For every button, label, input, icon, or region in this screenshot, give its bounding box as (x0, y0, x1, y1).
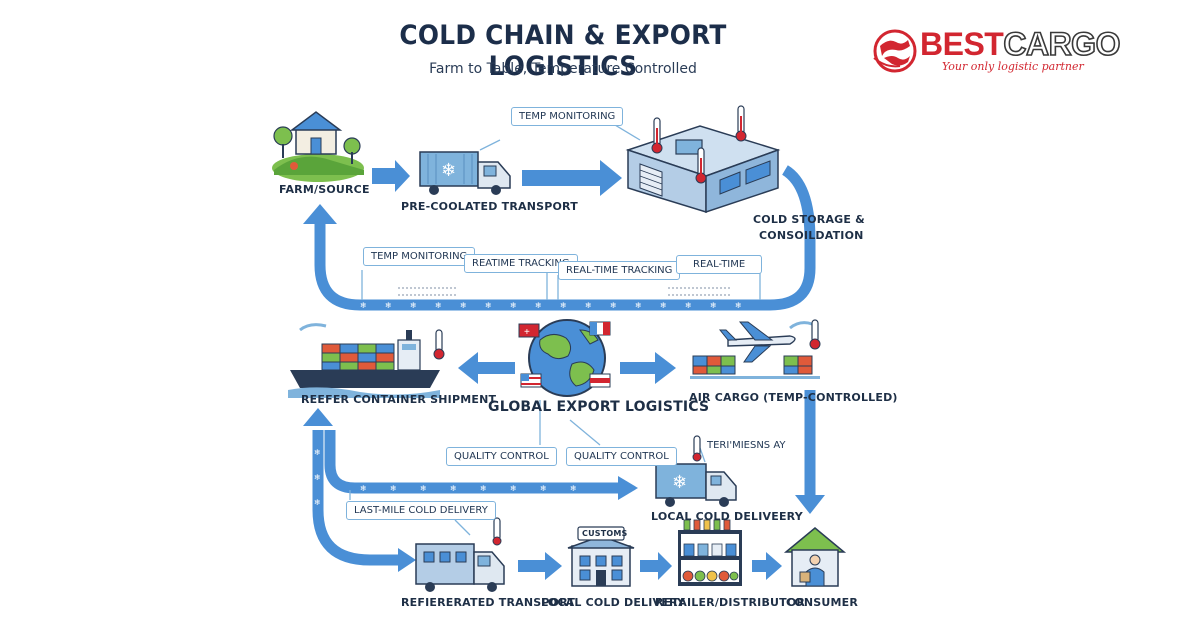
svg-text:❄: ❄ (360, 484, 367, 493)
svg-text:❄: ❄ (560, 301, 567, 310)
page-subtitle: Farm to Table, Temperature Controlled (429, 61, 697, 77)
arrow-refrig-to-customs (518, 552, 562, 580)
arrowhead-up-reefer (303, 408, 333, 426)
arrowhead-up-farm (303, 204, 337, 224)
retailer-shelves-icon (678, 519, 742, 586)
svg-text:❄: ❄ (460, 301, 467, 310)
svg-text:❄: ❄ (610, 301, 617, 310)
svg-text:❄: ❄ (420, 484, 427, 493)
svg-text:❄: ❄ (540, 484, 547, 493)
svg-text:❄: ❄ (485, 301, 492, 310)
air-cargo-icon (690, 319, 821, 379)
label-reefer-shipment: REEFER CONTAINER SHIPMENT (301, 393, 497, 406)
page-title: COLD CHAIN & EXPORT LOGISTICS (399, 20, 727, 82)
tag-temp-monitoring-top: TEMP MONITORING (511, 107, 624, 126)
arrow-customs-to-retailer (640, 552, 672, 580)
svg-text:+: + (524, 327, 530, 338)
return-loop-arrow (314, 165, 816, 311)
svg-text:❄: ❄ (685, 301, 692, 310)
tag-temp-monitoring-mid: TEMP MONITORING (363, 247, 476, 266)
svg-text:❄: ❄ (314, 448, 321, 457)
logo-tagline: Your only logistic partner (942, 60, 1084, 73)
tag-temp-sensor: TERI'MIESNS AY (707, 440, 786, 451)
arrowhead-right-refrig (398, 548, 416, 572)
inner-loop-arrow (324, 430, 620, 494)
logo-wordmark: BESTCARGO (920, 25, 1121, 63)
svg-text:❄: ❄ (535, 301, 542, 310)
svg-text:❄: ❄ (385, 301, 392, 310)
svg-text:❄: ❄ (441, 160, 456, 181)
precool-truck-icon: ❄ (419, 151, 511, 195)
svg-text:❄: ❄ (710, 301, 717, 310)
arrow-farm-to-truck (372, 160, 410, 192)
label-local-cold-delivery-truck: LOCAL COLD DELIVEERY (651, 510, 803, 523)
label-consumer: CONSUMER (786, 596, 859, 609)
snowflake-strip: ❄ ❄ ❄ ❄ ❄ ❄ ❄ ❄ ❄ ❄ ❄ ❄ ❄ ❄ ❄ ❄ ❄ ❄ ❄ ❄ ❄ ❄ ❄ ❄ ❄ ❄ ❄ (314, 301, 742, 507)
local-delivery-truck-icon: ❄ (655, 435, 737, 507)
svg-text:❄: ❄ (735, 301, 742, 310)
svg-text:❄: ❄ (390, 484, 397, 493)
tag-quality-control-2: QUALITY CONTROL (566, 447, 677, 466)
label-air-cargo: AIR CARGO (TEMP-CONTROLLED) (689, 391, 898, 404)
label-local-cold-delivery: LOCAL COLD DELIVERY (541, 596, 686, 609)
svg-text:❄: ❄ (510, 301, 517, 310)
svg-text:❄: ❄ (635, 301, 642, 310)
svg-text:❄: ❄ (410, 301, 417, 310)
svg-text:❄: ❄ (660, 301, 667, 310)
label-global-export: GLOBAL EXPORT LOGISTICS (488, 399, 710, 415)
arrow-truck-to-storage (522, 160, 622, 196)
refrigerated-truck-icon (415, 517, 505, 592)
svg-text:❄: ❄ (450, 484, 457, 493)
tag-last-mile: LAST-MILE COLD DELIVERY (346, 501, 496, 520)
bestcargo-logo: BESTCARGO Your only logistic partner (872, 25, 1162, 78)
svg-text:❄: ❄ (360, 301, 367, 310)
tag-connector (699, 447, 706, 463)
arrow-globe-to-reefer (458, 352, 515, 384)
arrowhead-down-consumer (795, 495, 825, 514)
svg-text:❄: ❄ (672, 472, 687, 493)
arrow-retailer-to-consumer (752, 552, 782, 580)
arrowhead-right-localtruck (618, 476, 638, 500)
tag-real-time: REAL-TIME (676, 255, 763, 274)
farm-icon (272, 111, 364, 182)
reefer-down-arrow (312, 430, 400, 566)
tag-quality-control-1: QUALITY CONTROL (446, 447, 557, 466)
svg-text:❄: ❄ (314, 473, 321, 482)
label-farm-source: FARM/SOURCE (279, 183, 370, 196)
reefer-ship-icon (288, 323, 445, 398)
cold-storage-building-icon (625, 105, 781, 214)
svg-text:❄: ❄ (480, 484, 487, 493)
label-precool-transport: PRE-COOLATED TRANSPORT (401, 200, 578, 213)
tag-realtime-tracking-2: REAL-TIME TRACKING (558, 261, 681, 280)
label-refrigerated-transport: REFIERERATED TRANSPORT (401, 596, 576, 609)
tag-connector (454, 519, 471, 536)
tag-connector (479, 139, 501, 151)
svg-text:❄: ❄ (510, 484, 517, 493)
globe-logo-icon (873, 29, 917, 73)
label-cold-storage-1: COLD STORAGE & (753, 213, 865, 226)
svg-text:❄: ❄ (570, 484, 577, 493)
label-customs-sign: CUSTOMS (582, 529, 628, 538)
consumer-house-icon (783, 527, 847, 587)
label-retailer-distributor: RETAILER/DISTRIBUTOR (655, 596, 806, 609)
svg-text:❄: ❄ (585, 301, 592, 310)
label-cold-storage-2: CONSOILDATION (759, 229, 864, 242)
globe-icon: + (518, 319, 611, 397)
svg-text:❄: ❄ (314, 498, 321, 507)
tag-connector (569, 419, 601, 446)
arrow-globe-to-air (620, 352, 676, 384)
customs-building-icon (567, 526, 635, 587)
svg-text:❄: ❄ (435, 301, 442, 310)
